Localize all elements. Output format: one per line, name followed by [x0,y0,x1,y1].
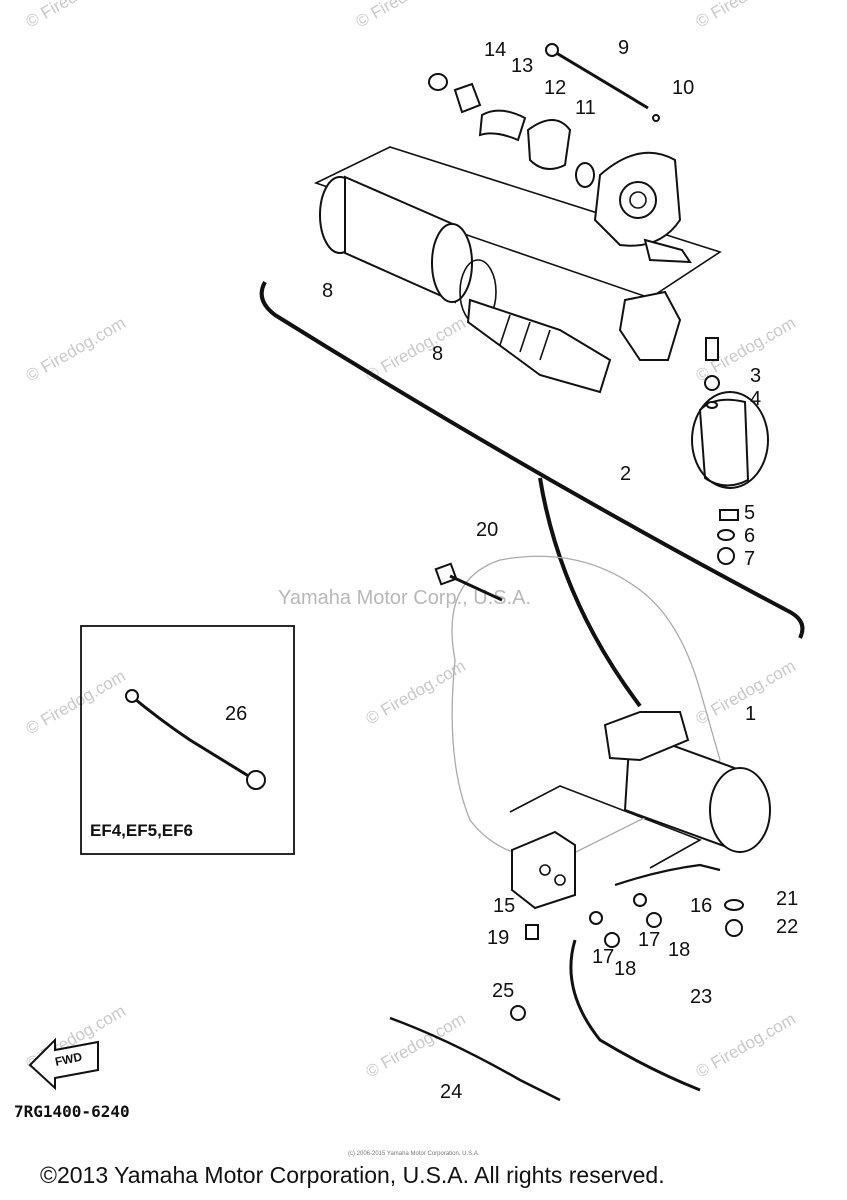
exploded-view-leader [538,477,642,708]
callout-number: 19 [487,927,509,949]
callout-number: 12 [544,77,566,99]
rear-end-cap [691,391,769,489]
callout-number: 11 [575,97,596,119]
battery-cable-24 [389,1016,561,1102]
watermark: © Firedog.com [693,1009,799,1081]
brush-holder [618,290,682,361]
lead-wire-16 [614,863,721,887]
callout-number: 18 [614,958,636,980]
callout-number: 5 [744,502,755,524]
terminal-hardware [525,893,744,948]
forward-arrow: FWD [28,1037,99,1091]
callout-number: 22 [776,916,798,938]
callout-number: 2 [620,463,631,485]
diagram-code: 7RG1400-6240 [14,1102,130,1121]
callout-number: 3 [750,365,761,387]
callout-number: 25 [492,980,514,1002]
engine-crankcase-outline [451,555,721,861]
callout-number: 8 [322,280,333,302]
variant-inset: EF4,EF5,EF6 [80,625,295,855]
watermark-center: Yamaha Motor Corp., U.S.A. [278,587,531,609]
fwd-label: FWD [54,1049,84,1068]
copyright-notice: ©2013 Yamaha Motor Corporation, U.S.A. A… [40,1162,665,1188]
inset-model-label: EF4,EF5,EF6 [90,821,193,840]
watermark-layer: © Firedog.com © Firedog.com © Firedog.co… [23,0,799,1081]
callout-number: 9 [618,37,629,59]
callout-number: 13 [511,55,533,77]
starter-relay [511,830,576,910]
callout-number: 23 [690,986,712,1008]
mounting-bolt [434,562,503,602]
callout-number: 15 [493,895,515,917]
front-bracket [593,151,692,264]
callout-number: 18 [668,939,690,961]
callout-number: 26 [225,703,247,725]
starter-motor-housing [319,175,497,325]
callout-number: 24 [440,1081,462,1103]
watermark: © Firedog.com [363,313,469,385]
callout-number: 1 [745,703,756,725]
assembly-outline-top [313,146,722,299]
watermark: © Firedog.com [23,0,129,31]
clamp-25 [510,1005,526,1021]
watermark: © Firedog.com [693,0,799,31]
watermark: © Firedog.com [23,666,129,738]
callout-number: 6 [744,525,755,547]
callout-number: 10 [672,77,694,99]
callout-number: 16 [690,895,712,917]
starter-motor-assembly [603,711,771,853]
tiny-credit: (c) 2006-2015 Yamaha Motor Corporation, … [348,1151,480,1157]
end-cap-hardware [704,337,739,565]
watermark: © Firedog.com [353,0,459,31]
exploded-view-bracket [259,281,805,639]
callout-number: 14 [484,39,506,61]
callout-number: 17 [592,946,614,968]
callout-number: 20 [476,519,498,541]
pinion-parts [428,43,660,188]
callout-number: 8 [432,343,443,365]
callout-number: 17 [638,929,660,951]
battery-cable-23 [569,939,701,1092]
callout-number: 7 [744,548,755,570]
callout-number: 4 [750,388,761,410]
assembly-outline-lower [509,785,702,869]
armature [466,298,612,394]
watermark: © Firedog.com [23,313,129,385]
callout-number: 21 [776,888,798,910]
